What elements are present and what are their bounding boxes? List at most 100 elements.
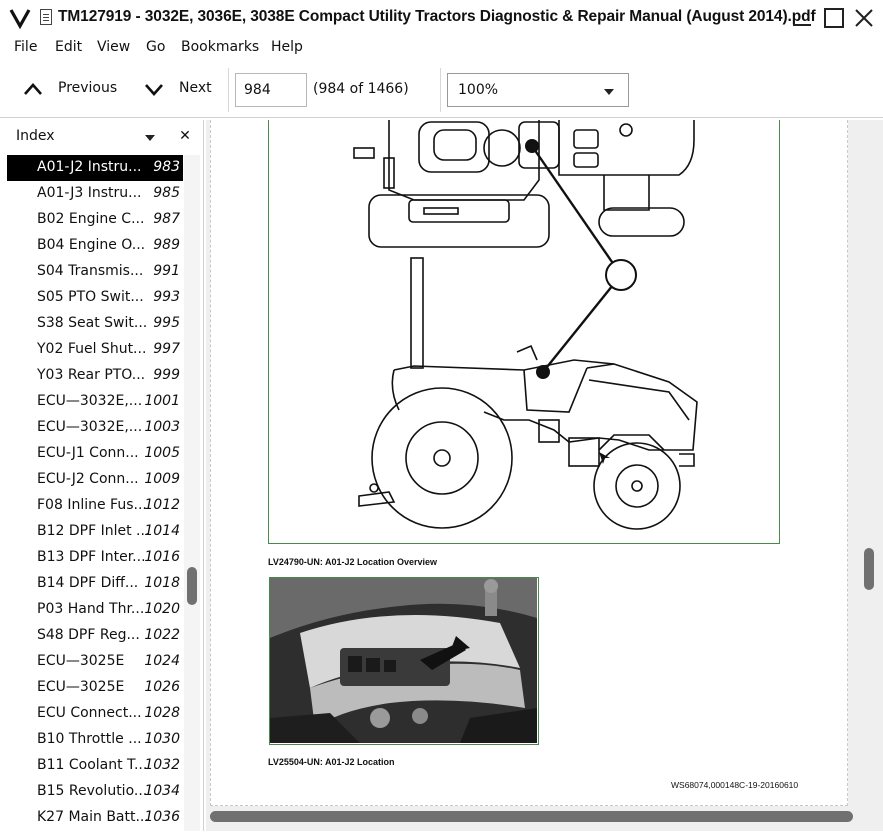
index-item-page: 1030 <box>144 731 180 747</box>
index-item-label: B15 Revolutio... <box>37 783 148 799</box>
index-item-page: 1018 <box>144 575 180 591</box>
index-item-label: Y03 Rear PTO... <box>37 367 146 383</box>
sidebar-scrollbar-thumb[interactable] <box>187 567 197 605</box>
page-number-input[interactable] <box>235 73 307 107</box>
index-item-label: ECU-J1 Conn... <box>37 445 139 461</box>
menu-go[interactable]: Go <box>146 39 166 55</box>
index-item[interactable]: F08 Inline Fus...1012 <box>7 493 183 519</box>
index-item[interactable]: S04 Transmis...991 <box>7 259 183 285</box>
index-item[interactable]: B15 Revolutio...1034 <box>7 779 183 805</box>
index-item[interactable]: ECU—3032E,...1003 <box>7 415 183 441</box>
menu-file[interactable]: File <box>14 39 38 55</box>
index-item-page: 1032 <box>144 757 180 773</box>
index-item[interactable]: ECU-J2 Conn...1009 <box>7 467 183 493</box>
index-item[interactable]: A01-J3 Instru... 985 <box>7 181 183 207</box>
index-item-label: B10 Throttle ... <box>37 731 142 747</box>
next-button[interactable]: Next <box>143 78 218 102</box>
index-item-label: S05 PTO Swit... <box>37 289 144 305</box>
index-item-label: ECU Connect... <box>37 705 142 721</box>
document-icon <box>40 9 52 25</box>
menu-help[interactable]: Help <box>271 39 303 55</box>
index-item-page: 987 <box>153 211 180 227</box>
figure-caption-overview: LV24790-UN: A01-J2 Location Overview <box>268 557 438 567</box>
dropdown-caret-icon <box>604 89 614 95</box>
index-item-label: ECU—3025E <box>37 653 125 669</box>
previous-button[interactable]: Previous <box>22 78 122 102</box>
index-item[interactable]: ECU-J1 Conn...1005 <box>7 441 183 467</box>
index-item-page: 999 <box>153 367 180 383</box>
pdf-page: LV24790-UN: A01-J2 Location Overview <box>210 120 848 806</box>
close-icon[interactable] <box>852 6 876 30</box>
document-vertical-scrollbar[interactable] <box>858 120 880 810</box>
zoom-select[interactable]: 100% <box>447 73 629 107</box>
document-footer-code: WS68074,000148C-19-20160610 <box>671 780 799 790</box>
index-item-label: A01-J2 Instru... <box>37 159 142 175</box>
maximize-icon[interactable] <box>822 6 846 30</box>
index-item[interactable]: B10 Throttle ...1030 <box>7 727 183 753</box>
index-item-label: ECU—3025E <box>37 679 125 695</box>
figure-caption-location: LV25504-UN: A01-J2 Location <box>268 757 395 767</box>
index-item-page: 1028 <box>144 705 180 721</box>
index-item-page: 989 <box>153 237 180 253</box>
app-logo-icon <box>9 9 31 30</box>
menu-bar: File Edit View Go Bookmarks Help <box>0 36 883 60</box>
index-item[interactable]: S48 DPF Reg...1022 <box>7 623 183 649</box>
index-item-page: 1026 <box>144 679 180 695</box>
index-item-page: 1001 <box>144 393 180 409</box>
menu-edit[interactable]: Edit <box>55 39 83 55</box>
toolbar-separator <box>440 68 441 112</box>
index-item-label: P03 Hand Thr... <box>37 601 145 617</box>
index-item[interactable]: B13 DPF Inter...1016 <box>7 545 183 571</box>
window-title: TM127919 - 3032E, 3036E, 3038E Compact U… <box>58 8 816 25</box>
index-item-label: B02 Engine C... <box>37 211 145 227</box>
index-item[interactable]: K27 Main Batt...1036 <box>7 805 183 831</box>
index-item[interactable]: S38 Seat Swit...995 <box>7 311 183 337</box>
chevron-down-icon <box>145 84 163 96</box>
index-item[interactable]: Y03 Rear PTO... 999 <box>7 363 183 389</box>
index-item-label: ECU—3032E,... <box>37 393 143 409</box>
index-item[interactable]: ECU—3032E,...1001 <box>7 389 183 415</box>
index-item[interactable]: B02 Engine C... 987 <box>7 207 183 233</box>
index-item-label: A01-J3 Instru... <box>37 185 142 201</box>
index-item-page: 983 <box>153 159 180 175</box>
index-item-label: B12 DPF Inlet ... <box>37 523 150 539</box>
index-item[interactable]: B12 DPF Inlet ...1014 <box>7 519 183 545</box>
index-item[interactable]: A01-J2 Instru... 983 <box>7 155 183 181</box>
sidebar-scrollbar[interactable] <box>184 155 200 831</box>
location-photo <box>269 577 539 745</box>
chevron-up-icon <box>24 83 42 95</box>
next-label: Next <box>179 80 212 96</box>
index-item-page: 1034 <box>144 783 180 799</box>
document-horizontal-scrollbar-thumb[interactable] <box>210 811 853 822</box>
previous-label: Previous <box>58 80 118 96</box>
document-view: LV24790-UN: A01-J2 Location Overview <box>206 120 883 831</box>
sidebar-close-icon[interactable]: ✕ <box>179 128 191 144</box>
index-item[interactable]: B14 DPF Diff... 1018 <box>7 571 183 597</box>
index-item[interactable]: P03 Hand Thr...1020 <box>7 597 183 623</box>
index-item[interactable]: S05 PTO Swit...993 <box>7 285 183 311</box>
index-item-label: B11 Coolant T... <box>37 757 148 773</box>
menu-bookmarks[interactable]: Bookmarks <box>181 39 260 55</box>
document-vertical-scrollbar-thumb[interactable] <box>864 548 874 590</box>
index-item[interactable]: B04 Engine O... 989 <box>7 233 183 259</box>
page-count: (984 of 1466) <box>313 81 409 97</box>
minimize-icon[interactable] <box>790 6 814 30</box>
index-item[interactable]: Y02 Fuel Shut...997 <box>7 337 183 363</box>
index-item-label: K27 Main Batt... <box>37 809 149 825</box>
index-item[interactable]: B11 Coolant T...1032 <box>7 753 183 779</box>
index-item-label: B14 DPF Diff... <box>37 575 139 591</box>
index-item[interactable]: ECU—3025E 1026 <box>7 675 183 701</box>
location-overview-figure <box>268 120 780 544</box>
menu-view[interactable]: View <box>97 39 131 55</box>
toolbar-separator <box>228 68 229 112</box>
index-item-page: 985 <box>153 185 180 201</box>
sidebar-dropdown-icon[interactable] <box>145 135 155 141</box>
index-item-page: 1016 <box>144 549 180 565</box>
document-horizontal-scrollbar[interactable] <box>206 806 866 828</box>
index-item[interactable]: ECU Connect...1028 <box>7 701 183 727</box>
index-item-label: B04 Engine O... <box>37 237 146 253</box>
index-item-label: S48 DPF Reg... <box>37 627 140 643</box>
